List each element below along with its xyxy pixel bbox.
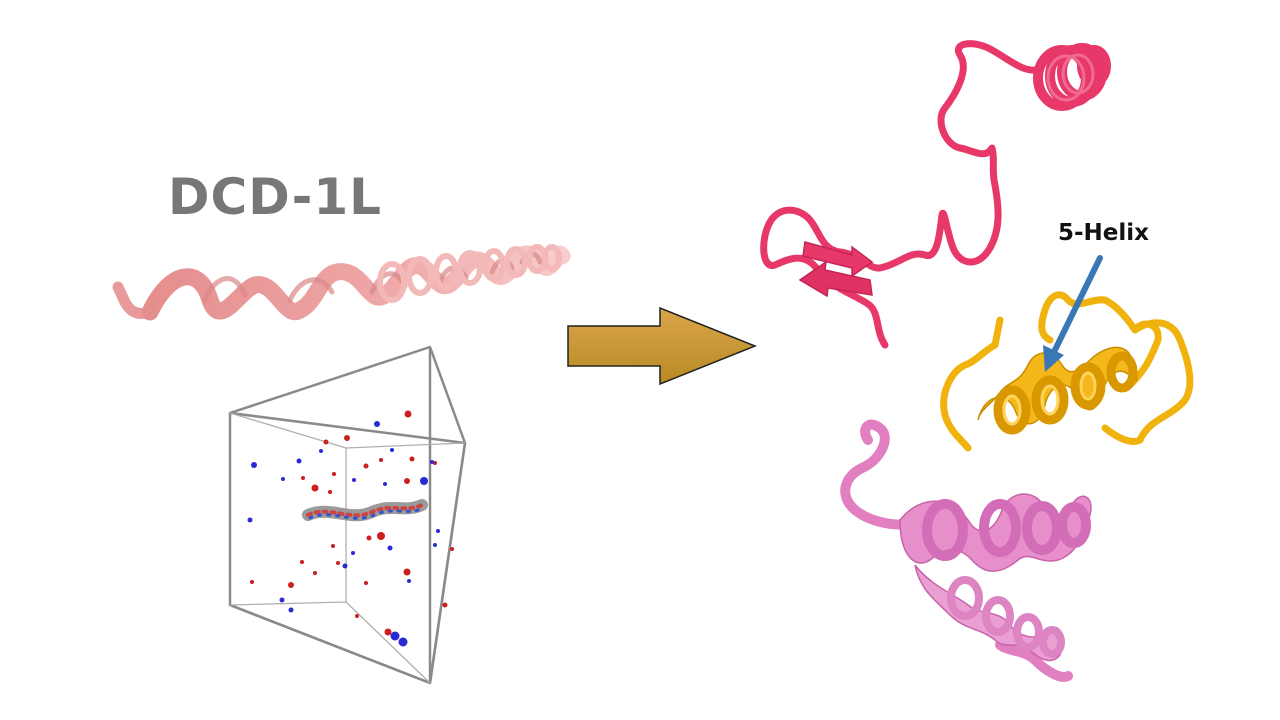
- structure-title: DCD-1L: [168, 168, 383, 226]
- box-edges: [228, 345, 467, 685]
- helix-annotation-arrow: [1043, 255, 1103, 372]
- box-inner-edges: [229, 412, 466, 684]
- helix-ribbon-shading: [202, 251, 543, 303]
- blue-ions: [247, 421, 440, 647]
- process-arrow: [567, 306, 758, 386]
- structure-bottom-coil: [840, 419, 1073, 682]
- helix-annotation-label: 5-Helix: [1058, 220, 1150, 246]
- red-ions: [250, 410, 454, 636]
- structure-middle-coil: [940, 291, 1194, 452]
- structure-top-beta-strand-2: [798, 260, 873, 298]
- structure-top-beta-strand-1: [802, 241, 874, 278]
- structure-middle-helix-turns: [993, 351, 1138, 435]
- structure-top: [760, 40, 1111, 349]
- simulation-box: [228, 345, 467, 685]
- structure-bottom: [840, 419, 1092, 682]
- solvated-peptide: [302, 499, 428, 522]
- structure-top-coil: [760, 40, 1042, 349]
- initial-helix-structure: [112, 244, 571, 321]
- structure-middle: [940, 291, 1194, 452]
- helix-turn-rings: [377, 244, 562, 303]
